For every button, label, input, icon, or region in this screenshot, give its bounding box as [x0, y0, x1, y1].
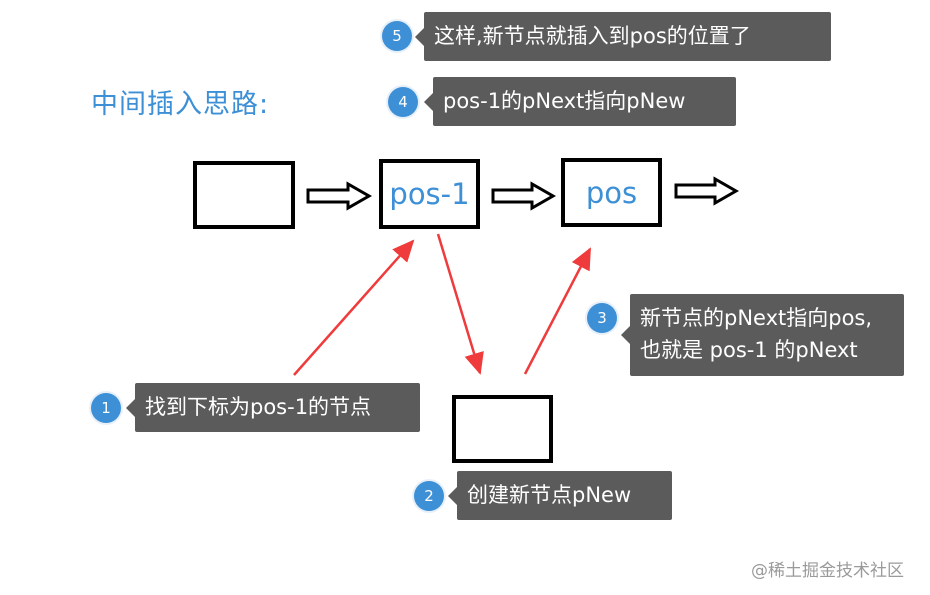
node-new [452, 395, 553, 463]
step-2-badge: 2 [414, 481, 444, 511]
step-2-text: 创建新节点pNew [467, 483, 632, 507]
step-4-callout: pos-1的pNext指向pNew [424, 77, 736, 126]
step-3-text-line2: 也就是 pos-1 的pNext [640, 338, 858, 362]
step-4-text: pos-1的pNext指向pNew [443, 89, 686, 113]
red-arrow-icon [523, 247, 592, 375]
node-pos-minus-1: pos-1 [379, 159, 480, 229]
step-2-callout: 创建新节点pNew [448, 471, 672, 520]
node-first [193, 161, 295, 229]
watermark: @稀土掘金技术社区 [751, 561, 904, 581]
step-1-text: 找到下标为pos-1的节点 [145, 395, 372, 419]
step-3-text-line1: 新节点的pNext指向pos, [640, 306, 873, 330]
step-1-badge: 1 [91, 393, 121, 423]
diagram-title: 中间插入思路: [91, 89, 270, 120]
step-3-badge: 3 [587, 303, 617, 333]
step-4-badge: 4 [388, 87, 418, 117]
red-arrow-icon [436, 233, 484, 375]
hollow-arrow-icon [674, 176, 740, 206]
node-pos: pos [561, 158, 662, 227]
red-arrow-icon [293, 239, 415, 376]
step-1-callout: 找到下标为pos-1的节点 [126, 383, 420, 432]
hollow-arrow-icon [491, 181, 557, 211]
step-5-text: 这样,新节点就插入到pos的位置了 [434, 24, 751, 48]
step-5-badge: 5 [382, 21, 412, 51]
step-5-callout: 这样,新节点就插入到pos的位置了 [415, 12, 831, 61]
step-3-callout: 新节点的pNext指向pos, 也就是 pos-1 的pNext [621, 294, 904, 376]
hollow-arrow-icon [306, 181, 373, 211]
